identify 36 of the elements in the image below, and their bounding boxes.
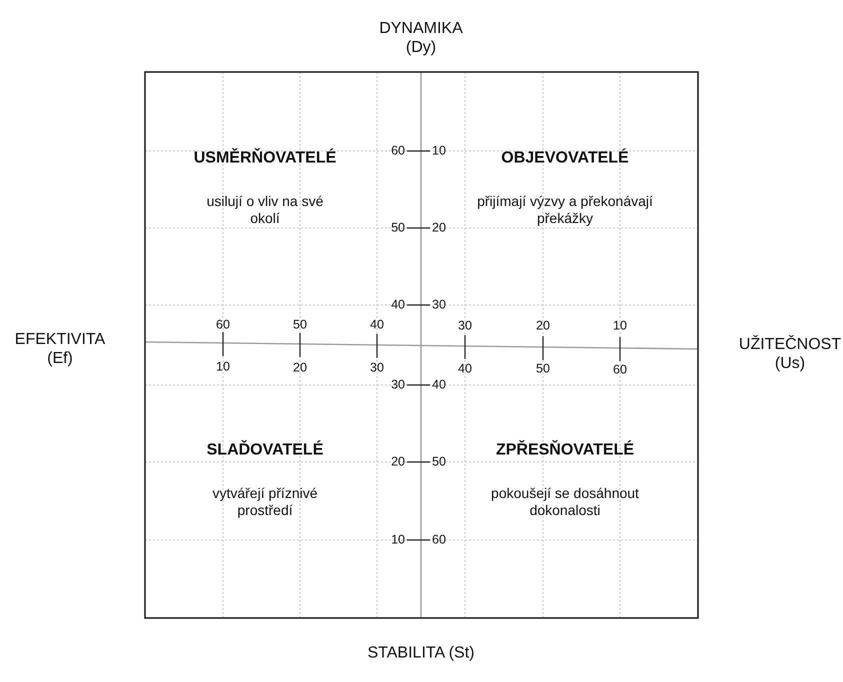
quadrant-title: SLAĎOVATELÉ xyxy=(206,440,324,460)
tick-label: 60 xyxy=(432,532,446,548)
tick-label: 10 xyxy=(613,318,627,334)
axis-label: UŽITEČNOST (Us) xyxy=(738,334,842,374)
tick-label: 10 xyxy=(391,532,405,548)
tick-label: 10 xyxy=(432,144,446,158)
tick-label: 10 xyxy=(216,360,230,374)
tick-label: 40 xyxy=(458,362,472,376)
quadrant-description: přijímají výzvy a překonávají překážky xyxy=(476,193,654,227)
axis-label: STABILITA (St) xyxy=(366,643,476,663)
quadrant-description: pokoušejí se dosáhnout dokonalosti xyxy=(490,485,640,519)
quadrant-description: vytvářejí příznivé prostředí xyxy=(211,485,319,519)
tick-label: 60 xyxy=(216,318,230,332)
tick-label: 20 xyxy=(536,318,550,334)
quadrant-title: USMĚRŇOVATELÉ xyxy=(194,148,336,168)
axis-label: EFEKTIVITA (Ef) xyxy=(14,330,106,368)
tick-label: 40 xyxy=(391,298,405,312)
quadrant-title: OBJEVOVATELÉ xyxy=(501,148,629,168)
tick-label: 30 xyxy=(458,318,472,334)
tick-label: 40 xyxy=(370,318,384,332)
tick-label: 30 xyxy=(391,378,405,392)
tick-label: 20 xyxy=(432,220,446,236)
axis-label: DYNAMIKA (Dy) xyxy=(378,18,464,58)
tick-label: 40 xyxy=(432,378,446,392)
tick-label: 50 xyxy=(536,362,550,376)
tick-label: 50 xyxy=(293,318,307,332)
quadrant-title: ZPŘESŇOVATELÉ xyxy=(496,440,634,460)
tick-label: 30 xyxy=(370,360,384,376)
tick-label: 60 xyxy=(613,362,627,378)
tick-label: 30 xyxy=(432,298,446,312)
tick-label: 20 xyxy=(391,454,405,470)
tick-label: 20 xyxy=(293,360,307,376)
quadrant-description: usilují o vliv na své okolí xyxy=(206,193,324,227)
tick-label: 60 xyxy=(391,144,405,158)
tick-label: 50 xyxy=(391,220,405,236)
tick-label: 50 xyxy=(432,454,446,470)
